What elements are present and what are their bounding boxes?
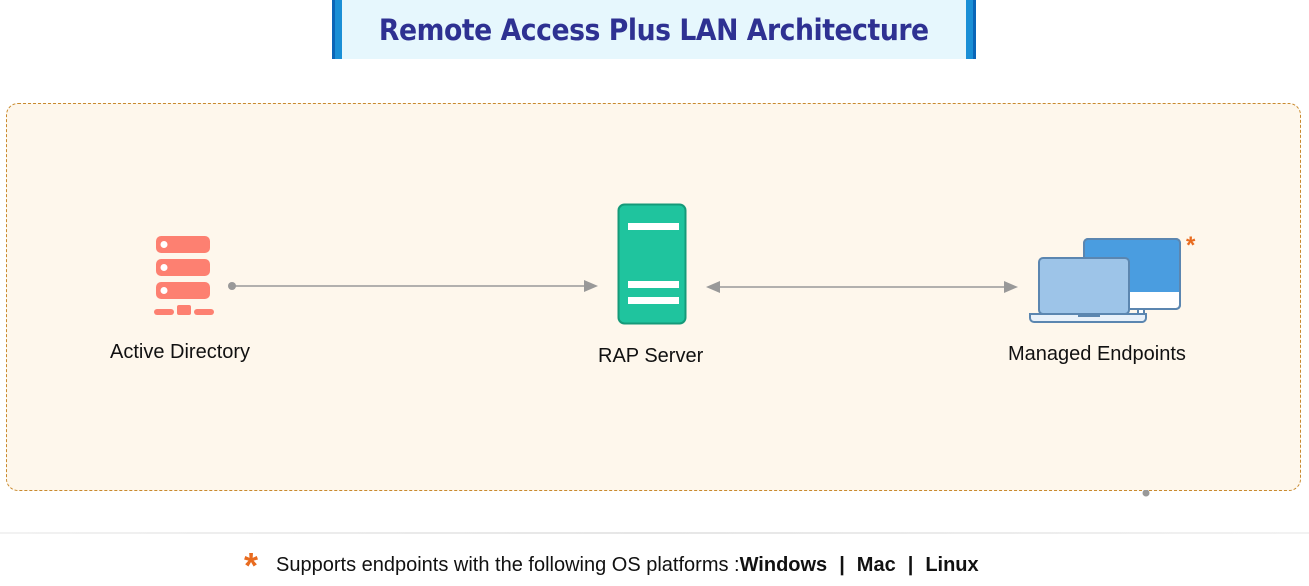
laptop-monitor-icon xyxy=(1029,238,1181,323)
arrowhead-icon xyxy=(706,281,720,293)
arrowhead-icon xyxy=(1004,281,1018,293)
platform-windows: Windows xyxy=(739,554,828,576)
note-text: Supports endpoints with the following OS… xyxy=(276,554,740,576)
rap-server-label: RAP Server xyxy=(598,345,704,367)
os-support-note: * Supports endpoints with the following … xyxy=(244,544,979,586)
server-stack-icon xyxy=(154,236,214,315)
diagram-title: Remote Access Plus LAN Architecture xyxy=(379,12,929,47)
active-directory-label: Active Directory xyxy=(110,341,251,363)
endpoint-marker: * xyxy=(1186,232,1196,259)
platform-linux: Linux xyxy=(925,554,979,576)
connector-ad-to-rap xyxy=(228,280,598,292)
asterisk-icon: * xyxy=(244,544,259,586)
separator: | xyxy=(839,554,845,576)
managed-endpoints-label: Managed Endpoints xyxy=(1008,343,1186,365)
platform-mac: Mac xyxy=(856,554,896,576)
separator: | xyxy=(907,554,914,576)
server-tower-icon xyxy=(617,203,687,325)
connector-rap-to-endpoints xyxy=(706,281,1018,293)
connector-stub xyxy=(1142,490,1150,497)
arrowhead-icon xyxy=(584,280,598,292)
title-banner: Remote Access Plus LAN Architecture xyxy=(332,0,976,59)
divider xyxy=(0,532,1309,534)
